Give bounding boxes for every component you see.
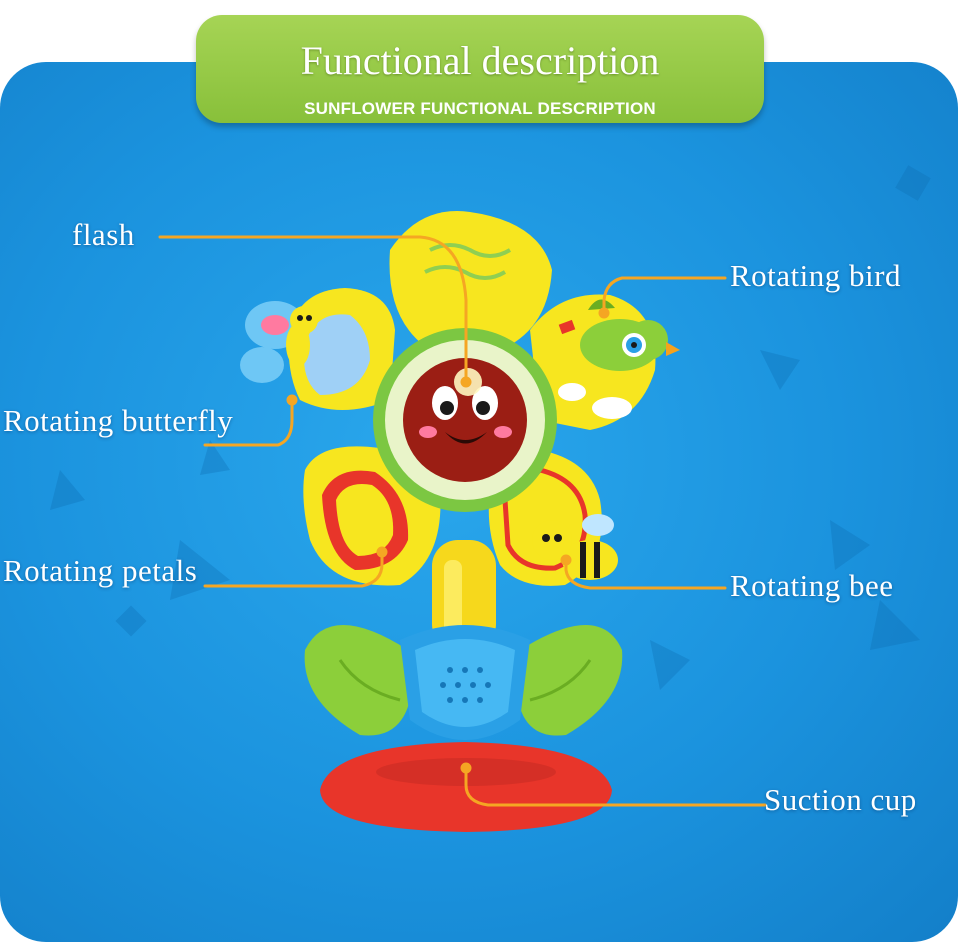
label-rotating-petals: Rotating petals [3,553,198,588]
bird-figure [558,299,680,371]
stem-base [400,625,530,740]
label-rotating-bird: Rotating bird [730,258,901,293]
flash-callout-line [158,235,468,382]
stem [432,540,496,650]
leaves [304,625,623,736]
butterfly-callout-line [203,400,294,447]
label-suction-cup: Suction cup [764,782,917,817]
bird-callout-line [602,276,727,314]
page-title: Functional description [300,38,660,83]
label-rotating-bee: Rotating bee [730,568,894,603]
label-flash: flash [72,217,135,252]
butterfly-figure [240,301,318,383]
suction-cup-callout-line [464,768,767,807]
header-banner: Functional description SUNFLOWER FUNCTIO… [196,15,764,123]
page-subtitle: SUNFLOWER FUNCTIONAL DESCRIPTION [304,99,656,118]
label-rotating-butterfly: Rotating butterfly [3,403,234,438]
background-confetti [50,165,931,690]
bee-figure [532,514,618,580]
petals-callout-line [203,552,384,588]
sunflower-face [373,328,557,512]
callout-lines [158,235,767,807]
bee-callout-line [564,560,727,590]
